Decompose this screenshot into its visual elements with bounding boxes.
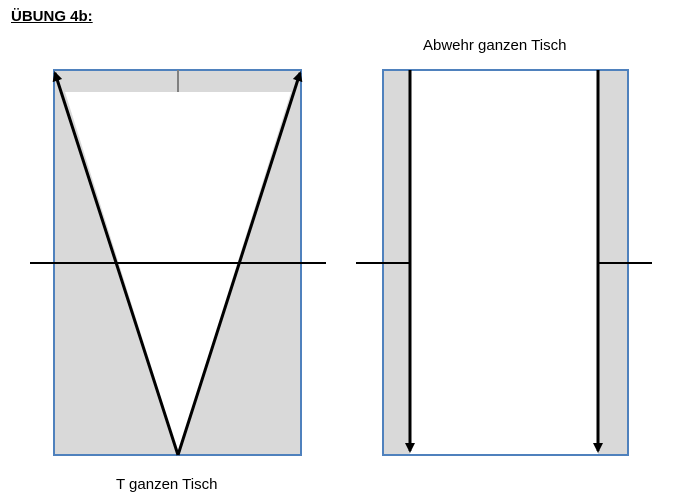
left-table — [30, 69, 326, 456]
right-table-white-area — [410, 70, 598, 455]
right-table — [356, 69, 652, 456]
left-arrow-right — [176, 71, 303, 456]
left-table-white-area — [65, 92, 291, 452]
left-diagram-caption: T ganzen Tisch — [116, 476, 218, 493]
right-diagram-caption: Abwehr ganzen Tisch — [423, 37, 567, 54]
left-arrow-left — [52, 71, 180, 456]
page-title: ÜBUNG 4b: — [11, 8, 93, 25]
